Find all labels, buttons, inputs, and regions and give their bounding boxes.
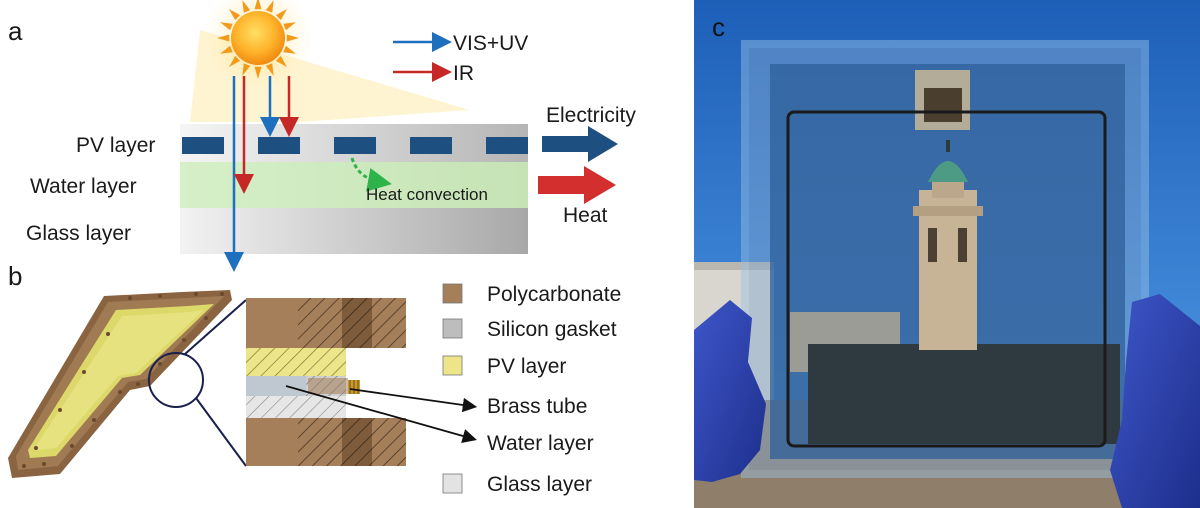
silicon-gasket-swatch bbox=[442, 318, 463, 339]
pv-cell bbox=[182, 137, 224, 154]
pv-cells bbox=[182, 137, 528, 154]
sun-ray bbox=[265, 0, 274, 13]
frame-bolt bbox=[106, 332, 110, 336]
frame-bolt bbox=[182, 338, 186, 342]
sun-ray bbox=[275, 55, 287, 67]
heat-label: Heat bbox=[563, 204, 608, 227]
sun-ray bbox=[242, 63, 251, 76]
water-layer-callout bbox=[285, 385, 477, 443]
legend-silicon-gasket: Silicon gasket bbox=[487, 318, 617, 341]
panel-b: b bbox=[8, 261, 621, 496]
zoom-circle bbox=[148, 352, 204, 408]
heat-convection-arrow bbox=[350, 157, 392, 192]
frame-bolt bbox=[22, 464, 26, 468]
legend-polycarbonate: Polycarbonate bbox=[487, 283, 621, 306]
legend-water-layer: Water layer bbox=[487, 432, 594, 455]
sun-ray bbox=[217, 34, 230, 42]
cross-section bbox=[246, 298, 406, 466]
sun-ray bbox=[283, 22, 296, 31]
tower bbox=[913, 140, 983, 350]
sun-ray bbox=[283, 45, 296, 54]
electricity-label: Electricity bbox=[546, 104, 636, 127]
pv-cell bbox=[486, 137, 528, 154]
legend-pv-layer: PV layer bbox=[487, 355, 566, 378]
right-glove bbox=[1110, 294, 1200, 508]
legend-brass-tube: Brass tube bbox=[487, 395, 587, 418]
glass-layer-band bbox=[180, 208, 528, 254]
sun-ray bbox=[220, 22, 233, 31]
pv-cell bbox=[258, 137, 300, 154]
wire-loop bbox=[786, 110, 1107, 448]
vis-uv-legend-label: VIS+UV bbox=[453, 32, 528, 55]
ir-legend-label: IR bbox=[453, 62, 474, 85]
sun-ray bbox=[229, 55, 241, 67]
sun-ray bbox=[265, 63, 274, 76]
sun-ray bbox=[286, 34, 299, 42]
brass-tube-callout bbox=[349, 388, 478, 413]
panel-b-label: b bbox=[8, 261, 22, 291]
sun-ray bbox=[229, 9, 241, 21]
glass-layer-swatch bbox=[442, 473, 463, 494]
panel-a: a VIS+UV IR PV layer Water layer Glass l… bbox=[8, 0, 636, 272]
heat-arrow bbox=[538, 166, 616, 204]
sun-icon bbox=[217, 0, 299, 79]
frame-bolt bbox=[128, 296, 132, 300]
heat-convection-label: Heat convection bbox=[366, 185, 488, 204]
frame-bolt bbox=[204, 316, 208, 320]
frame-bolt bbox=[194, 292, 198, 296]
pv-layer-swatch bbox=[442, 355, 463, 376]
frame-bolt bbox=[158, 362, 162, 366]
frame-bolt bbox=[34, 446, 38, 450]
pv-cell bbox=[410, 137, 452, 154]
left-glove bbox=[694, 300, 766, 482]
water-layer-label: Water layer bbox=[30, 175, 137, 198]
panel-c-label: c bbox=[712, 12, 725, 42]
panel-a-label: a bbox=[8, 16, 23, 46]
sun-ray bbox=[254, 0, 262, 10]
frame-bolt bbox=[42, 462, 46, 466]
frame-bolt bbox=[136, 382, 140, 386]
frame-bolt bbox=[118, 390, 122, 394]
glass-layer-label: Glass layer bbox=[26, 222, 131, 245]
frame-bolt bbox=[92, 418, 96, 422]
sun-ray bbox=[220, 45, 233, 54]
sun-ray bbox=[254, 66, 262, 79]
sun-ray bbox=[242, 0, 251, 13]
polycarbonate-swatch bbox=[442, 283, 463, 304]
frame-bolt bbox=[158, 294, 162, 298]
legend-glass-layer: Glass layer bbox=[487, 473, 592, 496]
pv-layer-label: PV layer bbox=[76, 134, 155, 157]
frame-bolt bbox=[220, 292, 224, 296]
pane-dark-roof bbox=[808, 344, 1120, 444]
panel-b-legend: Polycarbonate Silicon gasket PV layer Br… bbox=[442, 283, 621, 496]
frame-bolt bbox=[82, 370, 86, 374]
pv-cell bbox=[334, 137, 376, 154]
frame-bolt bbox=[70, 444, 74, 448]
zoom-line-bottom bbox=[195, 397, 247, 467]
sun-ray bbox=[275, 9, 287, 21]
zoom-line-top bbox=[184, 299, 247, 355]
frame-bolt bbox=[58, 408, 62, 412]
panel-c-photo: c bbox=[694, 0, 1200, 508]
panel-3d-view bbox=[8, 290, 232, 478]
electricity-arrow bbox=[542, 126, 618, 162]
